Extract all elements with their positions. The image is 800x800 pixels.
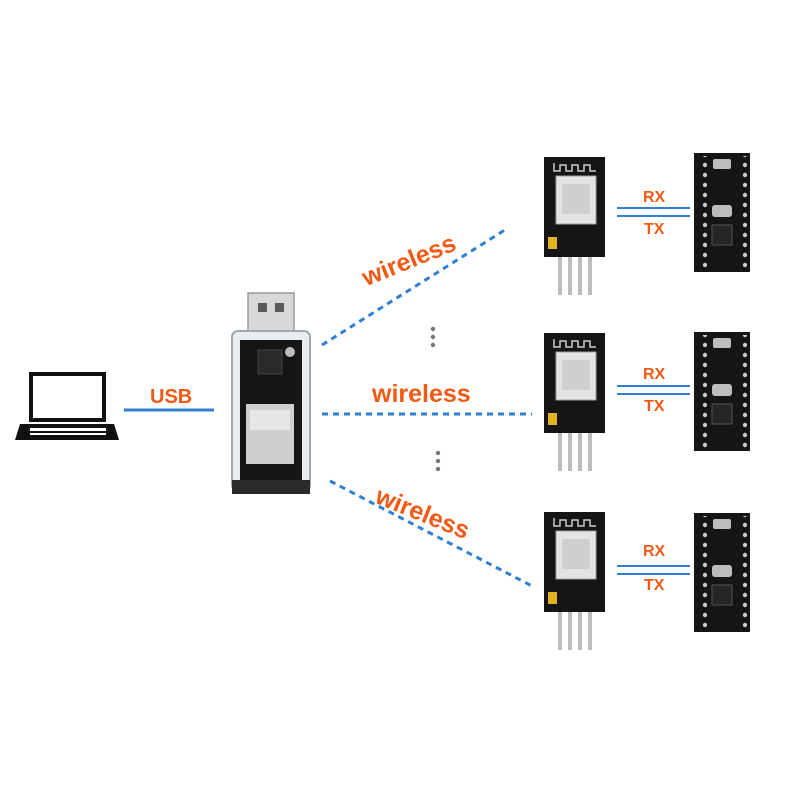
wireless-link-bottom: [329, 479, 533, 588]
wireless-module-icon: [544, 157, 605, 295]
mcu-board-icon: [694, 153, 750, 272]
laptop-icon: [15, 372, 119, 440]
wireless-link-top: [321, 226, 509, 347]
wireless-module-icon: [544, 333, 605, 471]
usb-label: USB: [150, 386, 193, 408]
rx-label: RX: [643, 543, 666, 560]
wireless-module-icon: [544, 512, 605, 650]
tx-label: TX: [644, 577, 665, 594]
rx-label: RX: [643, 189, 666, 206]
ellipsis-dots-upper: [430, 326, 436, 348]
ellipsis-dots-lower: [435, 450, 441, 472]
wireless-label-middle: wireless: [372, 380, 471, 408]
rx-label: RX: [643, 366, 666, 383]
tx-label: TX: [644, 398, 665, 415]
tx-label: TX: [644, 221, 665, 238]
mcu-board-icon: [694, 513, 750, 632]
usb-dongle-icon: [231, 292, 311, 494]
mcu-board-icon: [694, 332, 750, 451]
